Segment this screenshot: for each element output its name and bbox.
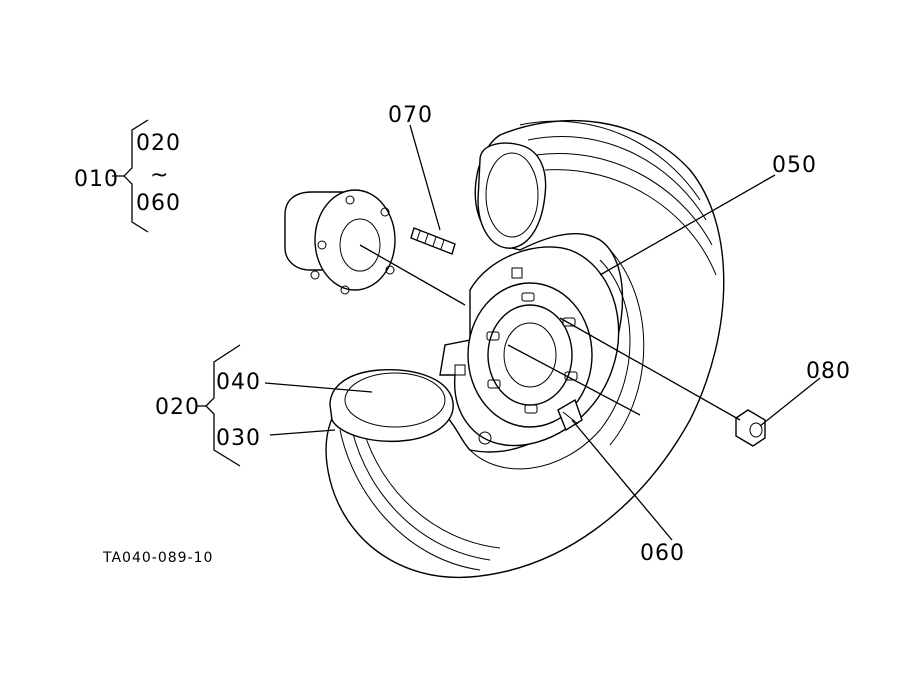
callout-060-bottom: 060 bbox=[640, 541, 685, 566]
group-010-parent-label: 010 bbox=[74, 167, 119, 192]
group-020-second-label: 030 bbox=[216, 426, 261, 451]
group-010-range-mark: ~ bbox=[150, 163, 169, 188]
group-010-from-label: 020 bbox=[136, 131, 181, 156]
inner-tube-cutaway bbox=[329, 369, 454, 442]
group-010: 010 020 ~ 060 bbox=[74, 119, 181, 233]
group-020: 020 040 030 bbox=[155, 344, 261, 467]
callout-070: 070 bbox=[388, 103, 433, 128]
callout-050: 050 bbox=[772, 153, 817, 178]
group-020-parent-label: 020 bbox=[155, 395, 200, 420]
drawing-code: TA040-089-10 bbox=[102, 550, 213, 566]
wheel-rim bbox=[439, 246, 620, 447]
callout-080: 080 bbox=[806, 359, 851, 384]
group-010-to-label: 060 bbox=[136, 191, 181, 216]
tire-assembly bbox=[325, 119, 725, 579]
wheel-nut bbox=[735, 409, 766, 447]
group-020-first-label: 040 bbox=[216, 370, 261, 395]
leader-lines bbox=[264, 124, 821, 541]
hub bbox=[284, 189, 396, 295]
wheel-stud bbox=[410, 227, 456, 255]
